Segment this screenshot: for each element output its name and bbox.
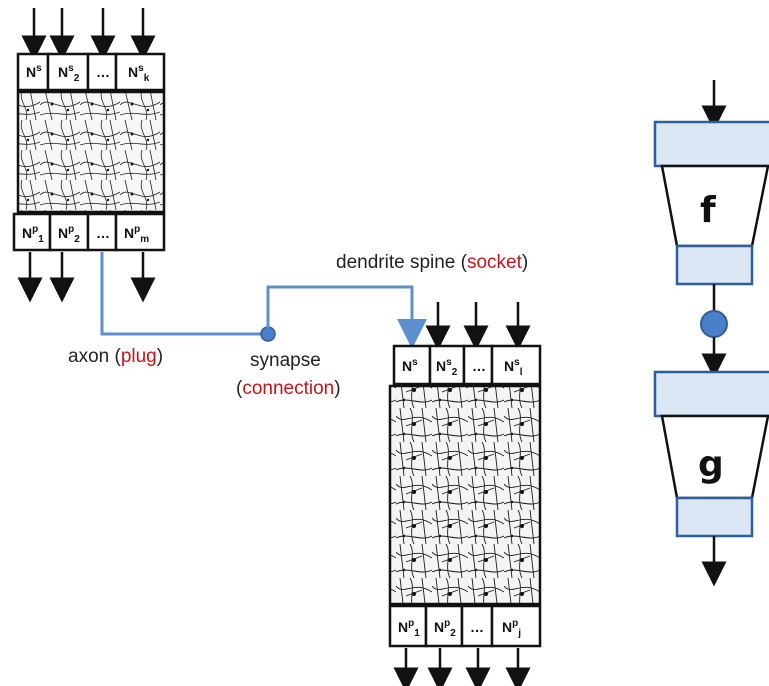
- output-cell-label: Np1: [22, 224, 44, 245]
- input-cell-label: Ns2: [58, 63, 80, 84]
- module-g-top-plate: [653, 370, 769, 418]
- synapse-label: synapse: [250, 350, 321, 371]
- neuron-image: [388, 384, 542, 606]
- output-cell: [388, 604, 428, 648]
- output-cell: [48, 212, 90, 252]
- module-g-bottom-plate: [675, 496, 754, 538]
- module-f-top-plate: [653, 120, 769, 168]
- output-cell-label: Np2: [434, 618, 456, 639]
- input-cell-label: …: [96, 64, 110, 80]
- module-f-bottom-plate: [675, 244, 754, 286]
- neuron-top: Ns Ns2 … Nsk Np1 Np2 … Npm: [12, 8, 166, 303]
- neuron-image: [16, 90, 166, 214]
- module-g-label: g: [698, 444, 724, 485]
- output-cell-label: Npm: [124, 224, 149, 245]
- output-cell-label: …: [470, 619, 484, 635]
- output-cell: [86, 212, 118, 252]
- input-cell: [16, 52, 50, 92]
- dendrite-label: dendrite spine (socket): [336, 252, 528, 273]
- input-cell-label: Ns2: [436, 357, 458, 378]
- output-cell-label: Np1: [398, 618, 420, 639]
- input-cell: [114, 52, 166, 92]
- axon-wire: [100, 252, 427, 349]
- output-cell-label: Np2: [58, 224, 80, 245]
- dendrite-path: [266, 285, 427, 349]
- axon-path: [100, 252, 266, 336]
- neuron-bottom: Ns Ns2 … Nsl Np1 Np2 … Npj: [388, 302, 542, 686]
- module-f-label: f: [700, 190, 716, 231]
- axon-label: axon (plug): [68, 346, 163, 367]
- output-cell: [114, 212, 166, 252]
- synapse-node: [260, 326, 276, 342]
- input-cell: [462, 344, 494, 386]
- output-cell-label: Npj: [502, 618, 521, 639]
- input-cell-label: Ns: [402, 357, 418, 374]
- input-cell-label: …: [472, 358, 486, 374]
- input-cell-label: Nsk: [128, 63, 150, 84]
- module-g: g: [653, 370, 769, 587]
- input-cell-label: Nsl: [504, 357, 523, 378]
- output-cell-label: …: [96, 225, 110, 241]
- input-cell: [46, 52, 90, 92]
- input-cell-label: Ns: [26, 63, 42, 80]
- input-cell: [490, 344, 542, 386]
- output-cell: [490, 604, 542, 648]
- synapse-label-connection: (connection): [236, 378, 341, 399]
- module-synapse-node: [700, 310, 728, 338]
- module-f: f: [653, 80, 769, 286]
- output-cell: [12, 212, 52, 252]
- input-cell: [392, 344, 432, 386]
